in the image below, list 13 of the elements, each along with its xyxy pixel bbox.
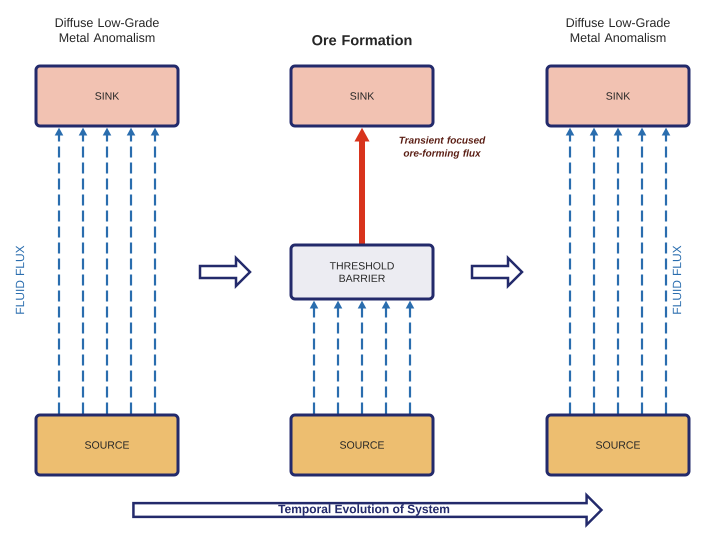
edge-label: Transient focused ore-forming flux bbox=[399, 136, 486, 159]
sink-box: SINK bbox=[34, 64, 180, 128]
sink-box: SINK bbox=[546, 64, 690, 128]
axis-label: FLUID FLUX bbox=[16, 246, 24, 314]
barrier-box: THRESHOLD BARRIER bbox=[290, 244, 434, 300]
source-box: SOURCE bbox=[546, 414, 690, 476]
sink-box: SINK bbox=[290, 64, 434, 128]
source-box: SOURCE bbox=[34, 414, 180, 476]
axis-label: FLUID FLUX bbox=[672, 246, 682, 314]
column-heading: Ore Formation bbox=[312, 34, 412, 46]
source-box: SOURCE bbox=[290, 414, 434, 476]
column-heading: Diffuse Low-Grade Metal Anomalism bbox=[56, 18, 159, 42]
column-heading: Diffuse Low-Grade Metal Anomalism bbox=[566, 18, 670, 42]
